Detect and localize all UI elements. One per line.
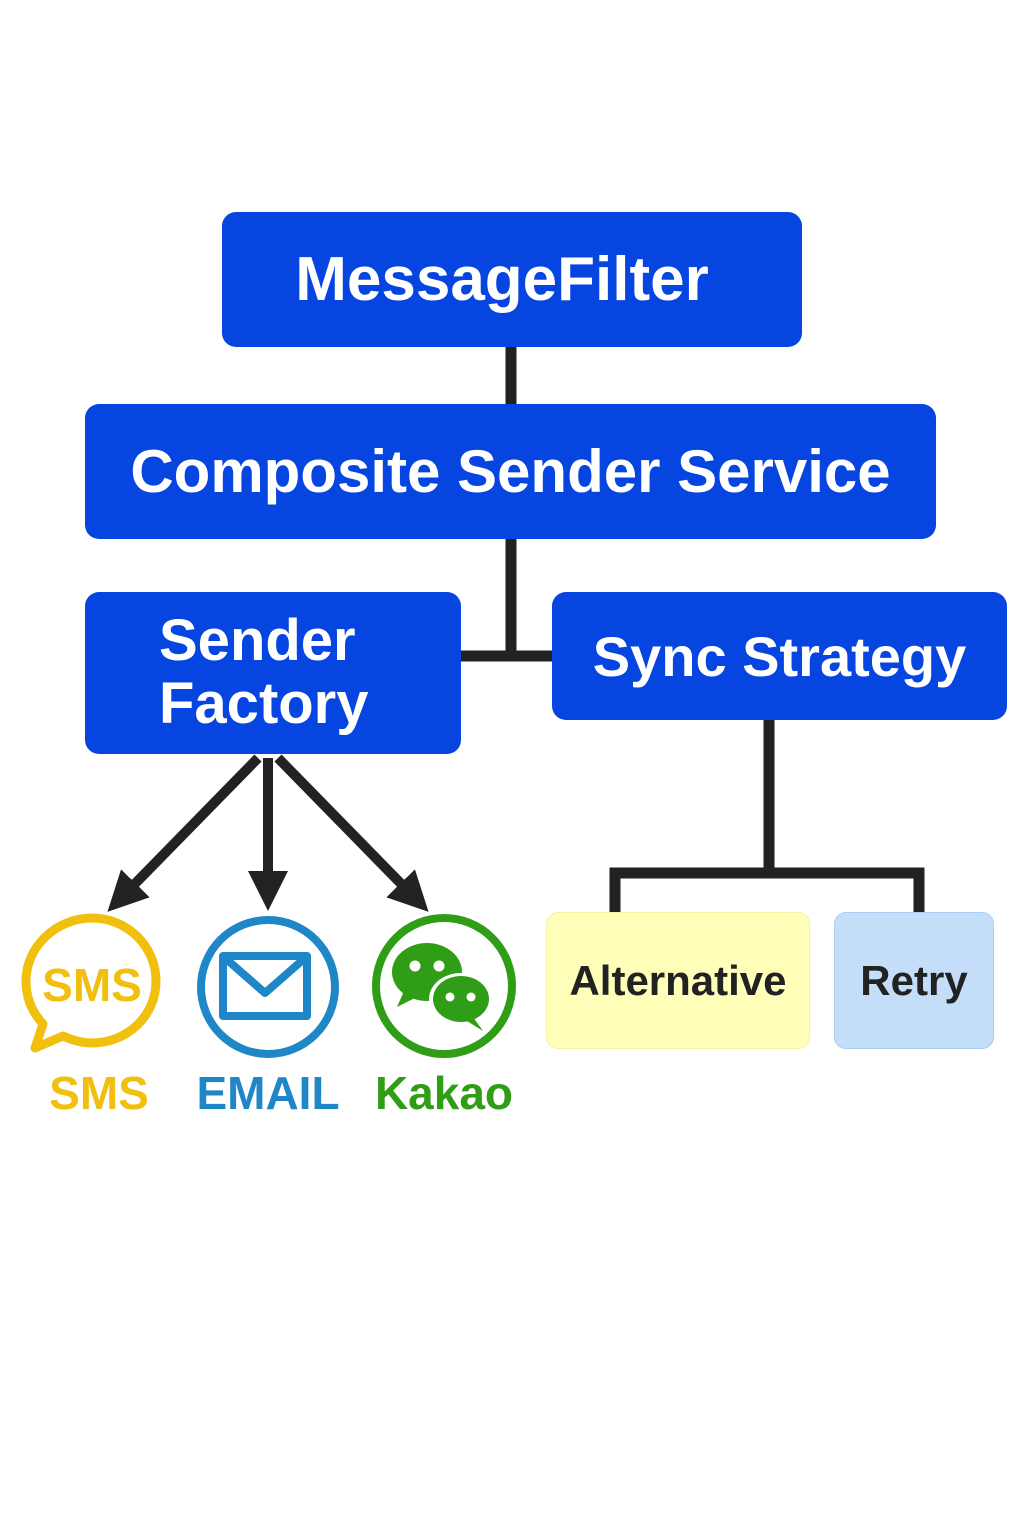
sms-speech-bubble-icon: SMS bbox=[21, 913, 161, 1053]
message-filter-label: MessageFilter bbox=[295, 245, 709, 314]
connector-strategy-to-options bbox=[609, 867, 925, 918]
sms-icon-text: SMS bbox=[42, 959, 142, 1011]
alternative-label: Alternative bbox=[569, 956, 787, 1004]
retry-label: Retry bbox=[860, 956, 968, 1004]
arrow-to-sms bbox=[107, 754, 262, 912]
composite-sender-service-label: Composite Sender Service bbox=[130, 438, 891, 505]
composite-sender-service-node: Composite Sender Service bbox=[85, 404, 936, 539]
sender-factory-label-line-1: Sender bbox=[159, 608, 356, 674]
sender-factory-label-line-2: Factory bbox=[159, 671, 369, 736]
sync-strategy-label: Sync Strategy bbox=[592, 624, 967, 688]
chat-bubbles-icon bbox=[372, 914, 516, 1058]
kakao-channel-label: Kakao bbox=[374, 1067, 514, 1119]
retry-node: Retry bbox=[834, 912, 994, 1049]
arrow-to-kakao bbox=[274, 754, 429, 912]
sync-strategy-node: Sync Strategy bbox=[552, 592, 1007, 720]
message-filter-node: MessageFilter bbox=[222, 212, 802, 347]
envelope-icon bbox=[197, 916, 339, 1058]
sender-factory-node: Sender Factory bbox=[85, 592, 461, 754]
email-channel-label: EMAIL bbox=[196, 1067, 340, 1119]
sms-channel-label: SMS bbox=[49, 1067, 149, 1119]
alternative-node: Alternative bbox=[546, 912, 810, 1049]
